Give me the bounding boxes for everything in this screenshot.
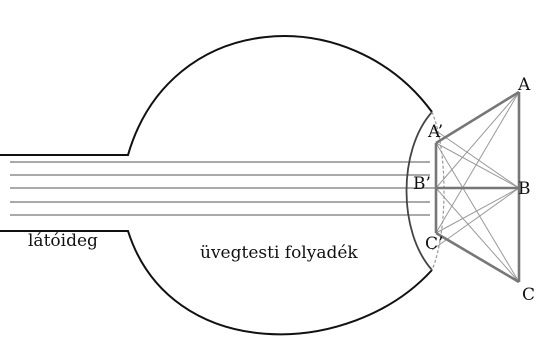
- main-rays: [434, 90, 521, 284]
- point-a-prime-label: A’: [428, 122, 444, 142]
- vitreous-humor-label: üvegtesti folyadék: [200, 243, 358, 263]
- point-a-label: A: [518, 75, 531, 95]
- optic-nerve-lines: [10, 161, 516, 216]
- optic-nerve-label: látóideg: [28, 231, 98, 251]
- point-c-label: C: [522, 285, 536, 305]
- point-c-prime-label: C’: [425, 234, 444, 254]
- point-b-label: B: [518, 179, 531, 199]
- lens: [405, 111, 445, 271]
- point-b-prime-label: B’: [413, 174, 431, 194]
- eyeball-outline: [0, 35, 433, 336]
